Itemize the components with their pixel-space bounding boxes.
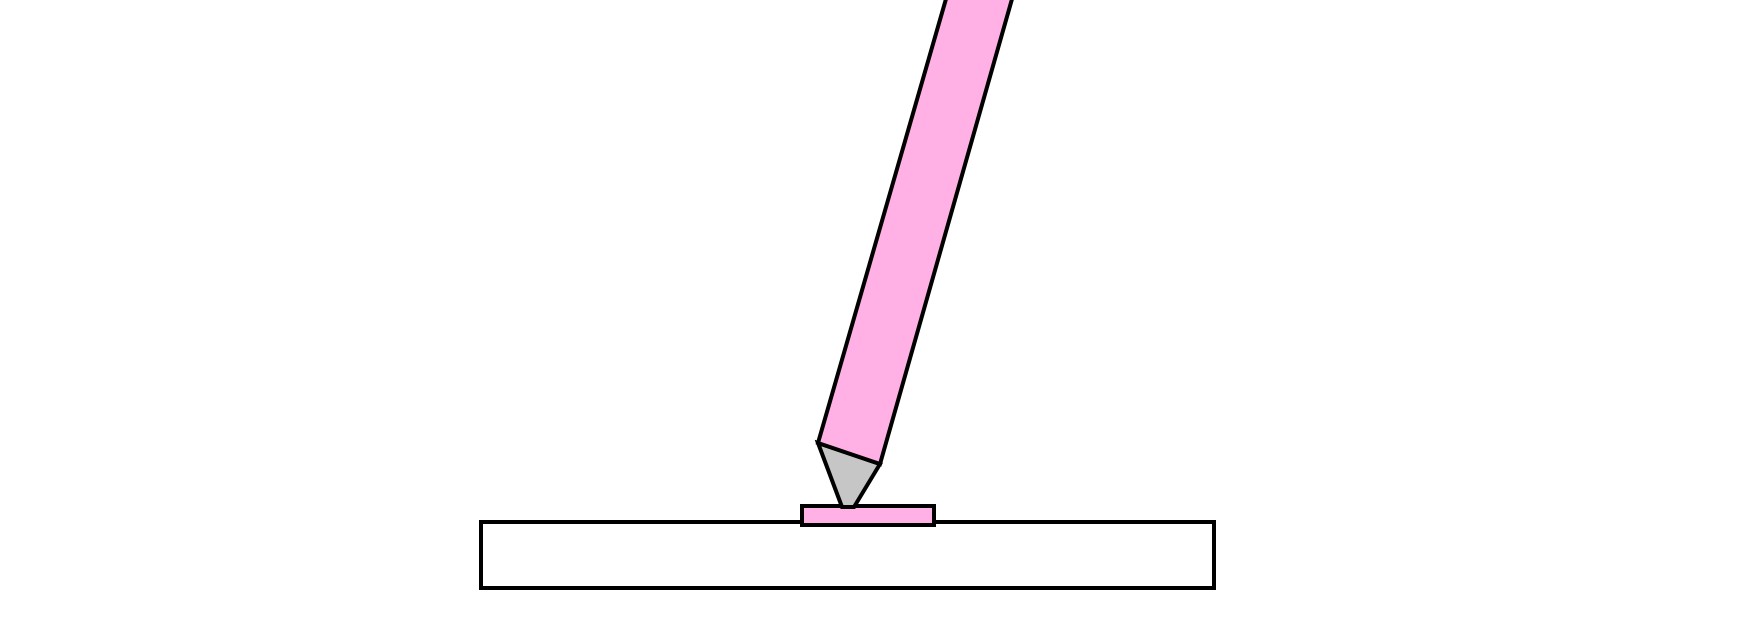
pink-mark bbox=[800, 504, 936, 527]
pencil-body bbox=[815, 0, 1014, 467]
base-slab bbox=[479, 520, 1216, 590]
